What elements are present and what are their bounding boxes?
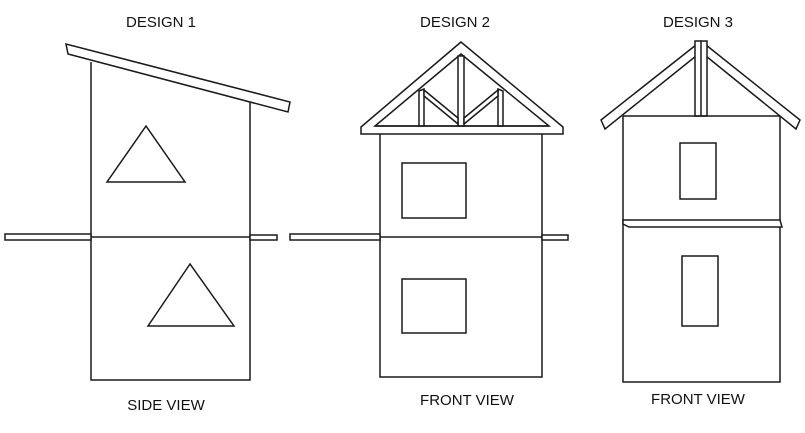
design-2-window-upper [401,162,467,219]
design-2-joist-left [289,233,381,241]
design-2-web-right [463,88,499,126]
design-3-window-lower [681,255,719,327]
design-1-window-lower [146,262,236,327]
design-1-joist-right [249,234,278,241]
design-1-joist-left [4,233,92,241]
design-3-view-label: FRONT VIEW [651,391,746,408]
design-3-window-upper [679,142,717,200]
design-3-drawing [600,40,801,383]
design-1-view-label: SIDE VIEW [127,397,205,414]
design-2-view-label: FRONT VIEW [420,392,515,409]
design-1-roof [65,42,291,113]
design-1-title: DESIGN 1 [126,14,196,31]
design-2-king-post [457,55,465,127]
design-2-wall [379,132,543,378]
design-1-window-upper [105,124,187,183]
design-3-wall [622,116,781,383]
design-2-joist-right [541,234,569,241]
design-2-window-lower [401,278,467,334]
design-3-floor-ledge [622,219,783,228]
design-1-wall [90,62,251,381]
design-2-drawing [289,41,569,378]
design-2-web-left [423,88,459,126]
design-3-title: DESIGN 3 [663,14,733,31]
design-2-title: DESIGN 2 [420,14,490,31]
design-1-drawing [4,42,291,381]
